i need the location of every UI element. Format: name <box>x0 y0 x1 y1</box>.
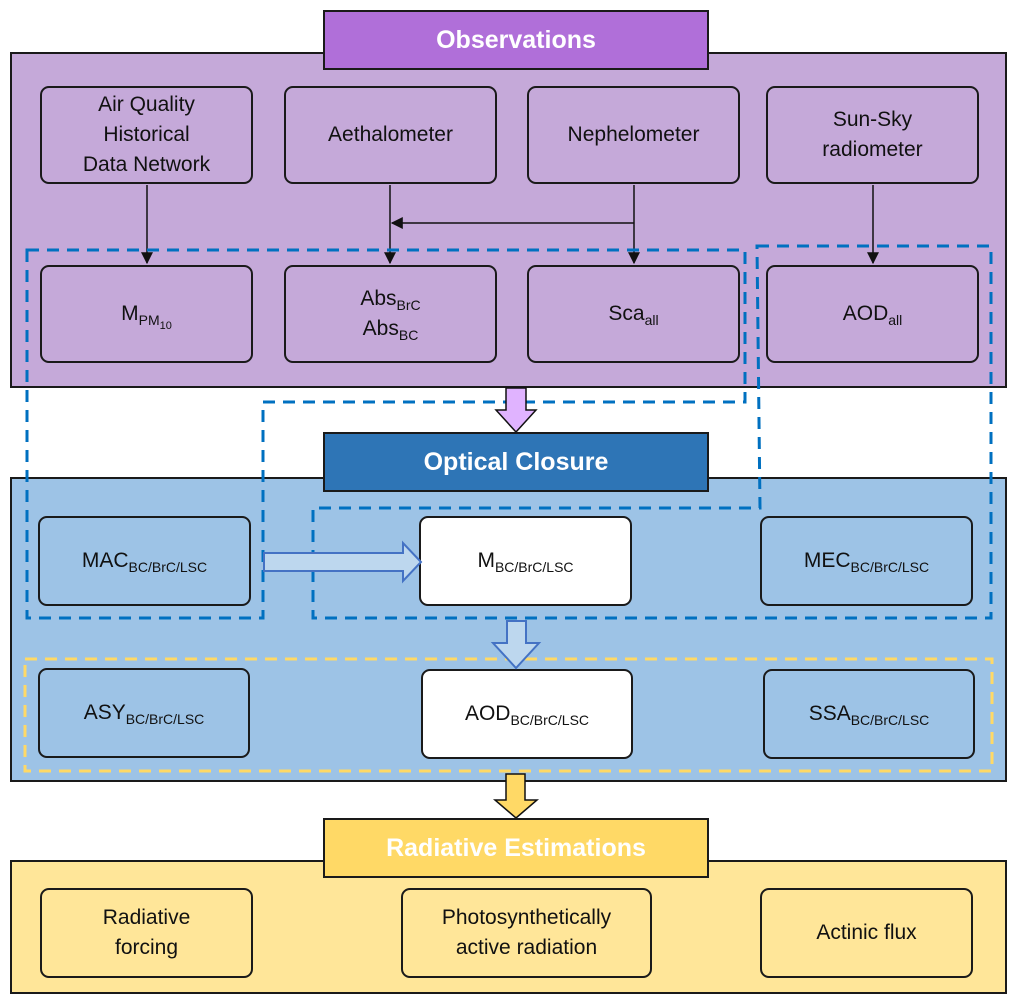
instrument-label-line: Air Quality <box>98 93 195 116</box>
radiative-estimations-title: Radiative Estimations <box>323 818 709 878</box>
instrument-label-line: Nephelometer <box>567 123 700 146</box>
label-sub: BC/BrC/LSC <box>850 559 930 575</box>
label-sub: BC/BrC/LSC <box>510 712 590 728</box>
label-sub: all <box>888 312 903 328</box>
label-subsub: 10 <box>159 320 172 332</box>
label-base: Sca <box>608 302 645 325</box>
instrument-aethalometer: Aethalometer <box>284 86 497 184</box>
box-asy: ASYBC/BrC/LSC <box>38 668 250 758</box>
label-base: Abs <box>362 317 399 340</box>
box-mass: MBC/BrC/LSC <box>419 516 632 606</box>
observations-title: Observations <box>323 10 709 70</box>
box-label: AODBC/BrC/LSC <box>465 699 589 729</box>
box-label: MECBC/BrC/LSC <box>804 546 929 576</box>
instrument-label-line: Aethalometer <box>328 123 453 146</box>
label-base: AOD <box>842 302 889 325</box>
instrument-label-line: Sun-Sky <box>832 108 913 131</box>
label-base: M <box>121 302 139 325</box>
box-label: ASYBC/BrC/LSC <box>84 698 205 728</box>
output-actinic-flux: Actinic flux <box>760 888 973 978</box>
measurement-label: MPM10 <box>121 299 172 332</box>
box-mac: MACBC/BrC/LSC <box>38 516 251 606</box>
measurement-label: Scaall <box>608 299 658 329</box>
output-label-line: Radiative <box>102 906 191 929</box>
label-sub: all <box>644 312 659 328</box>
measurement-label: AbsBrC <box>360 284 420 314</box>
box-mec: MECBC/BrC/LSC <box>760 516 973 606</box>
box-label: SSABC/BrC/LSC <box>809 699 930 729</box>
label-sub: BC/BrC/LSC <box>128 559 208 575</box>
label-base: MEC <box>803 549 851 572</box>
label-base: Abs <box>360 287 397 310</box>
optical-closure-title: Optical Closure <box>323 432 709 492</box>
output-par: Photosynthetically active radiation <box>401 888 652 978</box>
measurement-scattering: Scaall <box>527 265 740 363</box>
instrument-label-line: Historical <box>103 123 190 146</box>
output-radiative-forcing: Radiative forcing <box>40 888 253 978</box>
output-label-line: forcing <box>114 936 179 959</box>
label-sub: BC/BrC/LSC <box>494 559 574 575</box>
box-ssa: SSABC/BrC/LSC <box>763 669 975 759</box>
output-label-line: Actinic flux <box>816 921 917 944</box>
box-label: MBC/BrC/LSC <box>477 546 573 576</box>
measurement-label: AbsBC <box>363 314 419 344</box>
label-base: MAC <box>81 549 129 572</box>
instrument-label-line: Data Network <box>82 153 211 176</box>
output-label-line: active radiation <box>455 936 598 959</box>
box-aod: AODBC/BrC/LSC <box>421 669 633 759</box>
measurement-label: AODall <box>843 299 903 329</box>
label-base: SSA <box>808 702 851 725</box>
instrument-nephelometer: Nephelometer <box>527 86 740 184</box>
instrument-air-quality-network: Air Quality Historical Data Network <box>40 86 253 184</box>
instrument-sun-sky-radiometer: Sun-Sky radiometer <box>766 86 979 184</box>
instrument-label-line: radiometer <box>822 138 923 161</box>
arrow-observations-to-optical <box>494 387 538 434</box>
measurement-mpm10: MPM10 <box>40 265 253 363</box>
label-base: AOD <box>464 702 511 725</box>
measurement-absorption: AbsBrC AbsBC <box>284 265 497 363</box>
label-sub: PM <box>138 312 160 328</box>
label-sub: BC/BrC/LSC <box>850 712 930 728</box>
output-label-line: Photosynthetically <box>441 906 612 929</box>
measurement-aod-all: AODall <box>766 265 979 363</box>
label-sub: BC <box>398 327 419 343</box>
label-base: ASY <box>83 701 126 724</box>
label-sub: BrC <box>396 297 421 313</box>
box-label: MACBC/BrC/LSC <box>82 546 207 576</box>
label-sub: BC/BrC/LSC <box>125 711 205 727</box>
label-base: M <box>477 549 495 572</box>
